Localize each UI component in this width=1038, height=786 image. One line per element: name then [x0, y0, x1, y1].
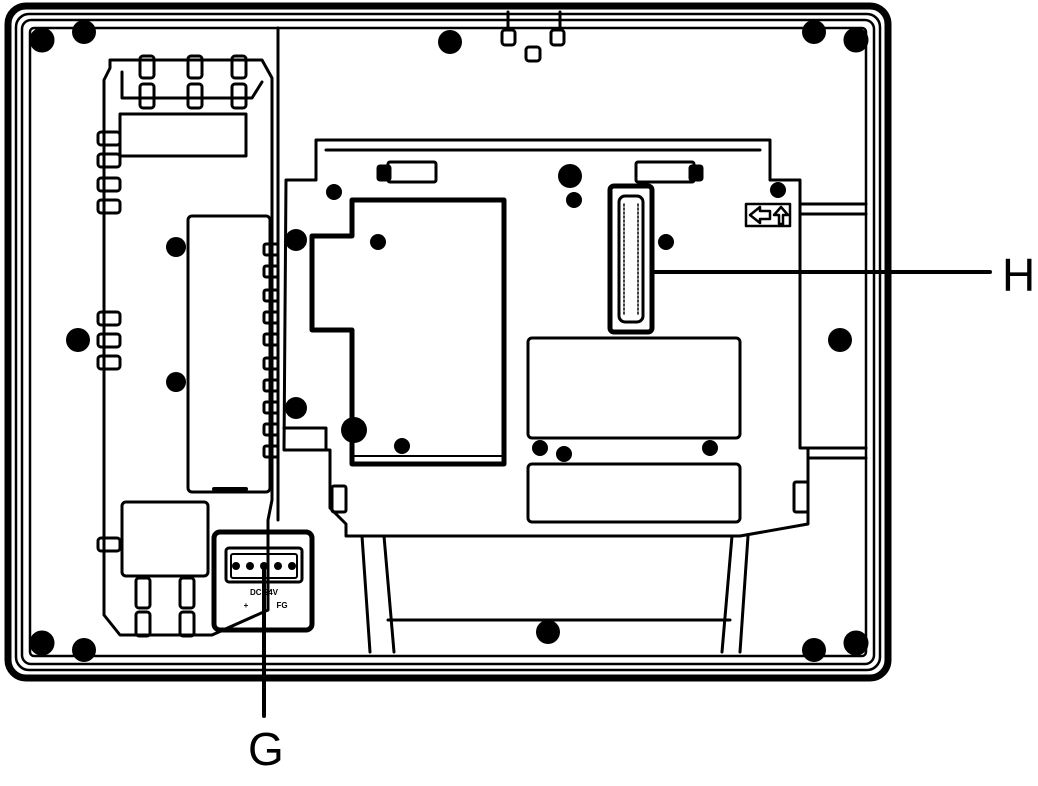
left-expansion-compartment: [96, 54, 280, 638]
expansion-interface-connector: [607, 183, 655, 335]
main-cover-screw-dots: [285, 164, 786, 462]
left-compartment-dots: [166, 237, 186, 392]
housing-frame: [4, 2, 892, 682]
power-terminal-label-plus: +: [244, 601, 249, 610]
corner-mounting-holes: [29, 27, 869, 656]
top-tabs: [500, 10, 566, 63]
callout-label-g: G: [248, 723, 284, 775]
main-rear-cover: [282, 138, 868, 654]
housing-screw-dots: [66, 20, 852, 662]
callout-label-h: H: [1002, 249, 1035, 301]
slide-direction-arrows-icon: [744, 202, 792, 228]
power-terminal-label-fg: FG: [276, 601, 287, 610]
